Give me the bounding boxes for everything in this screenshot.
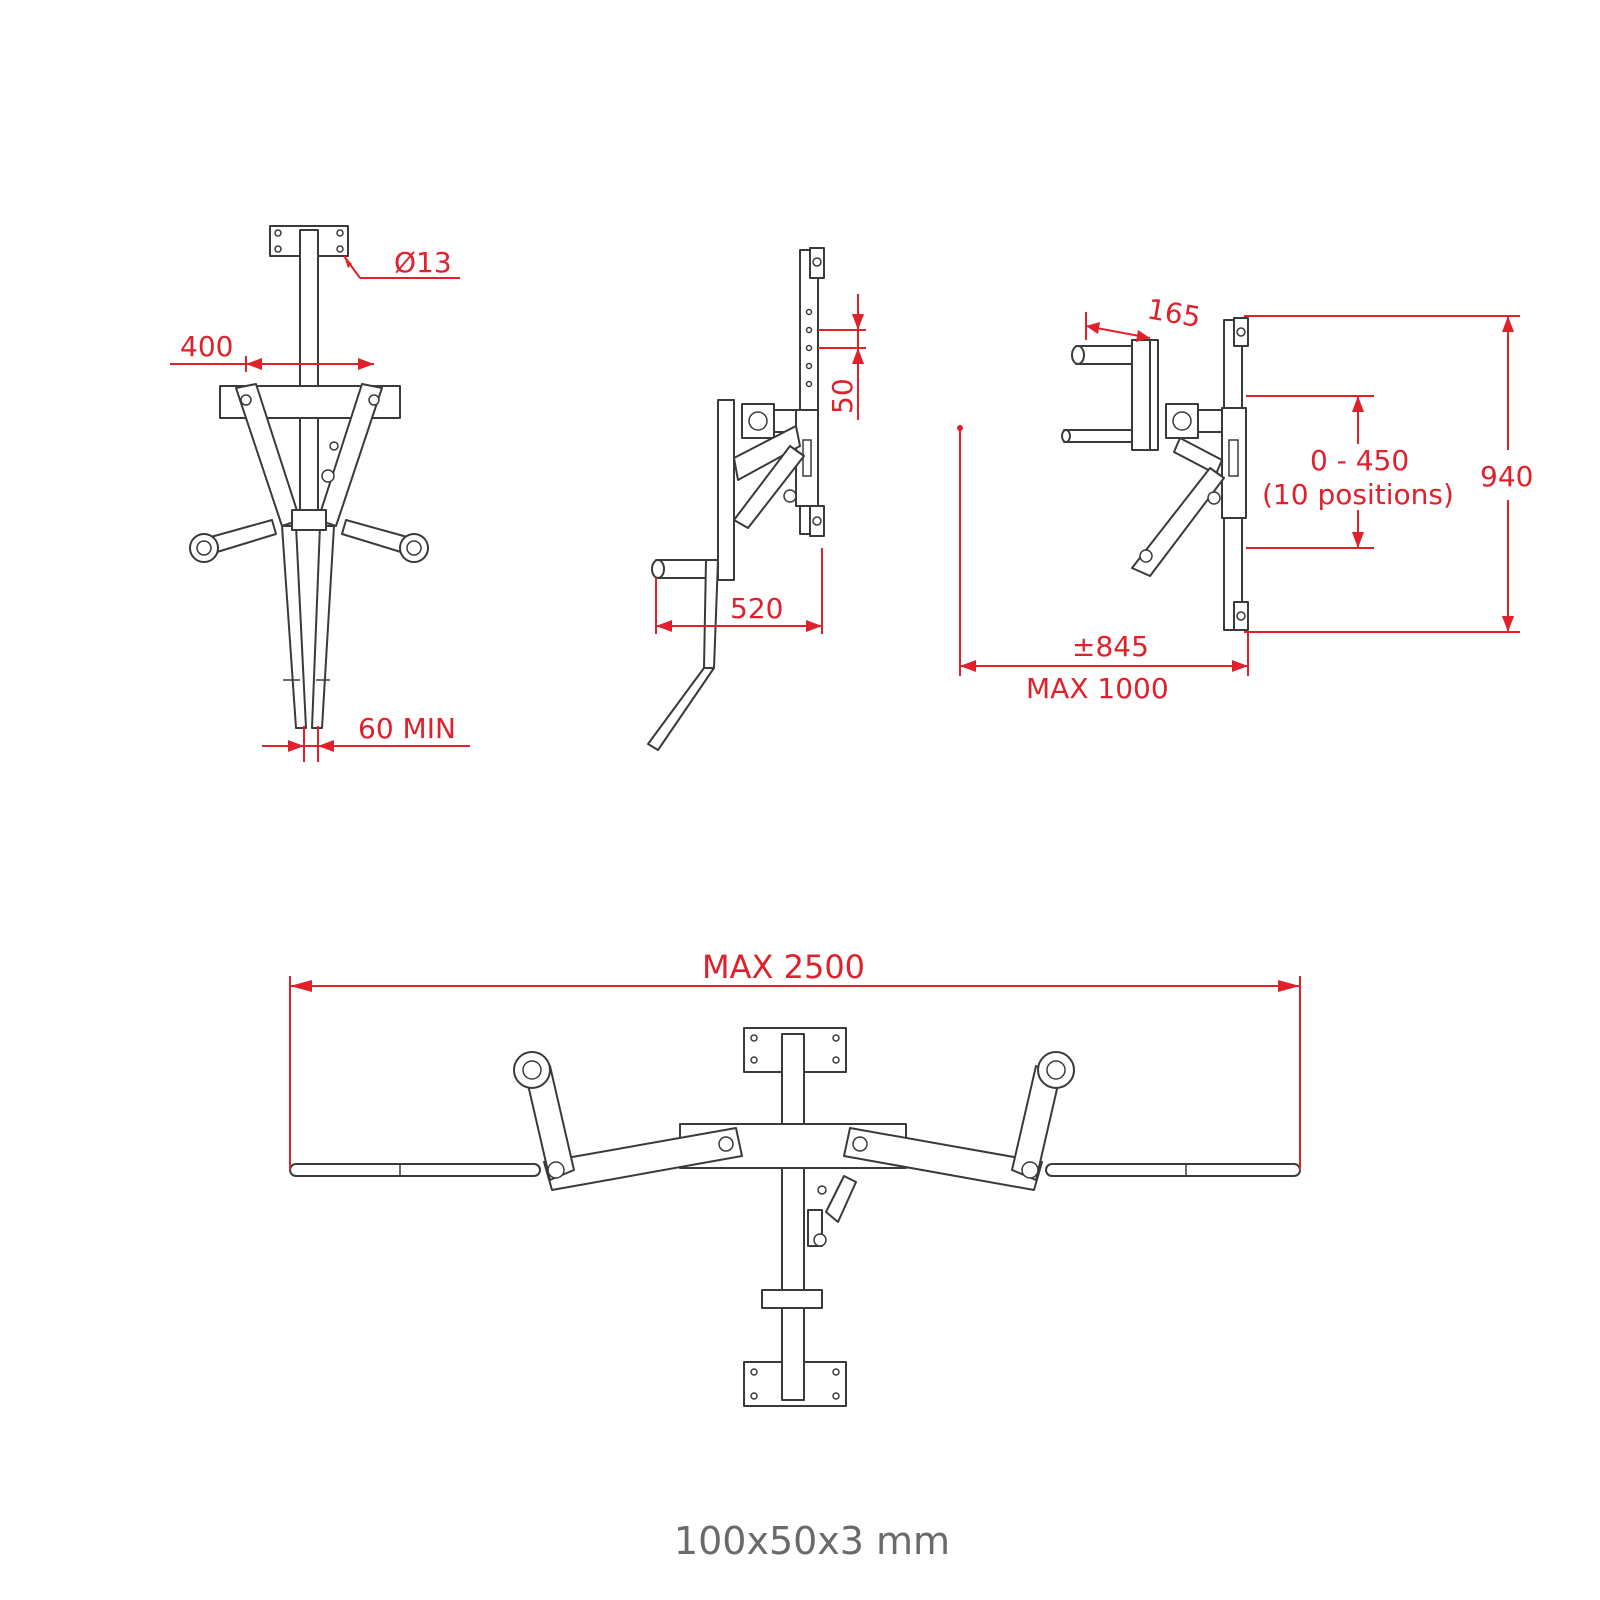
adjust-range-label: 0 - 450 [1310, 444, 1409, 477]
reach-max-label: MAX 1000 [1026, 672, 1169, 705]
top-view [289, 1027, 1301, 1407]
height-940-dimension: 940 [1244, 315, 1533, 633]
depth-165-label: 165 [1145, 292, 1203, 334]
depth-520-label: 520 [730, 592, 783, 625]
total-width-dimension: MAX 2500 [289, 948, 1301, 1170]
depth-520-dimension: 520 [655, 548, 823, 634]
width-400-dimension: 400 [170, 330, 374, 372]
hole-diameter-label: Ø13 [394, 246, 452, 279]
positions-label: (10 positions) [1262, 478, 1454, 511]
adjust-range-dimension: 0 - 450 (10 positions) [1246, 395, 1454, 549]
hole-spacing-label: 50 [826, 378, 859, 414]
min-gap-label: 60 MIN [358, 712, 456, 745]
adjust-view [1061, 317, 1249, 631]
width-400-label: 400 [180, 330, 233, 363]
hole-spacing-dimension: 50 [818, 294, 866, 420]
reach-845-label: ±845 [1072, 630, 1149, 663]
reach-dimension: ±845 MAX 1000 [957, 425, 1249, 705]
front-view [189, 225, 429, 729]
side-view [647, 247, 825, 751]
total-width-label: MAX 2500 [702, 948, 865, 986]
min-gap-dimension: 60 MIN [262, 712, 470, 762]
tube-size-label: 100x50x3 mm [674, 1519, 950, 1563]
depth-165-dimension: 165 [1085, 292, 1203, 342]
height-940-label: 940 [1480, 460, 1533, 493]
hole-diameter-dimension: Ø13 [343, 246, 460, 279]
